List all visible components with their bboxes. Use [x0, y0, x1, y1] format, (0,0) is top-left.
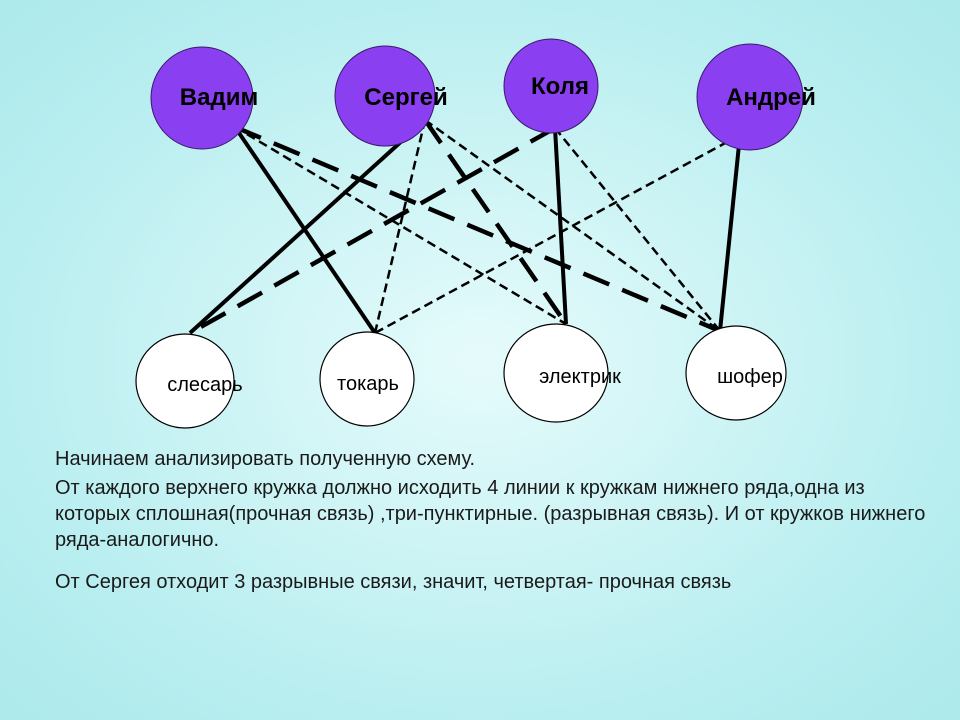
person-node-sergey [334, 45, 436, 147]
person-node-vadim [150, 46, 254, 150]
job-node-elektrik [503, 323, 609, 423]
job-label-slesar: слесарь [167, 374, 242, 396]
person-label-andrey: Андрей [726, 84, 816, 111]
link-vadim-elektrik [234, 125, 567, 326]
link-sergey-slesar [188, 118, 427, 335]
nodes-layer: Вадим Сергей Коля Андрей слесарь токарь электр… [135, 38, 816, 429]
link-kolya-elektrik [553, 127, 568, 325]
job-label-shofer: шофер [717, 366, 783, 388]
links-layer [188, 118, 742, 335]
job-node-slesar [135, 333, 235, 429]
person-label-vadim: Вадим [180, 84, 258, 111]
person-label-kolya: Коля [531, 73, 589, 100]
person-node-andrey [696, 43, 804, 151]
link-sergey-shofer [424, 118, 721, 333]
link-kolya-shofer [554, 127, 721, 332]
link-kolya-slesar [188, 126, 557, 335]
rule-text: От каждого верхнего кружка должно исходи… [55, 477, 926, 551]
intro-text: Начинаем анализировать полученную схему. [55, 448, 476, 470]
conclusion-text: От Сергея отходит 3 разрывные связи, зна… [55, 571, 732, 593]
job-node-shofer [685, 325, 787, 421]
job-label-tokar: токарь [337, 373, 399, 395]
job-node-tokar [319, 331, 415, 427]
link-sergey-elektrik [423, 118, 568, 326]
person-label-sergey: Сергей [364, 84, 447, 111]
link-sergey-tokar [373, 119, 427, 334]
job-label-elektrik: электрик [539, 366, 621, 388]
link-vadim-shofer [234, 124, 721, 334]
relationship-diagram: Вадим Сергей Коля Андрей слесарь токарь электр… [135, 38, 816, 429]
person-node-kolya [503, 38, 599, 134]
link-andrey-shofer [718, 134, 742, 332]
